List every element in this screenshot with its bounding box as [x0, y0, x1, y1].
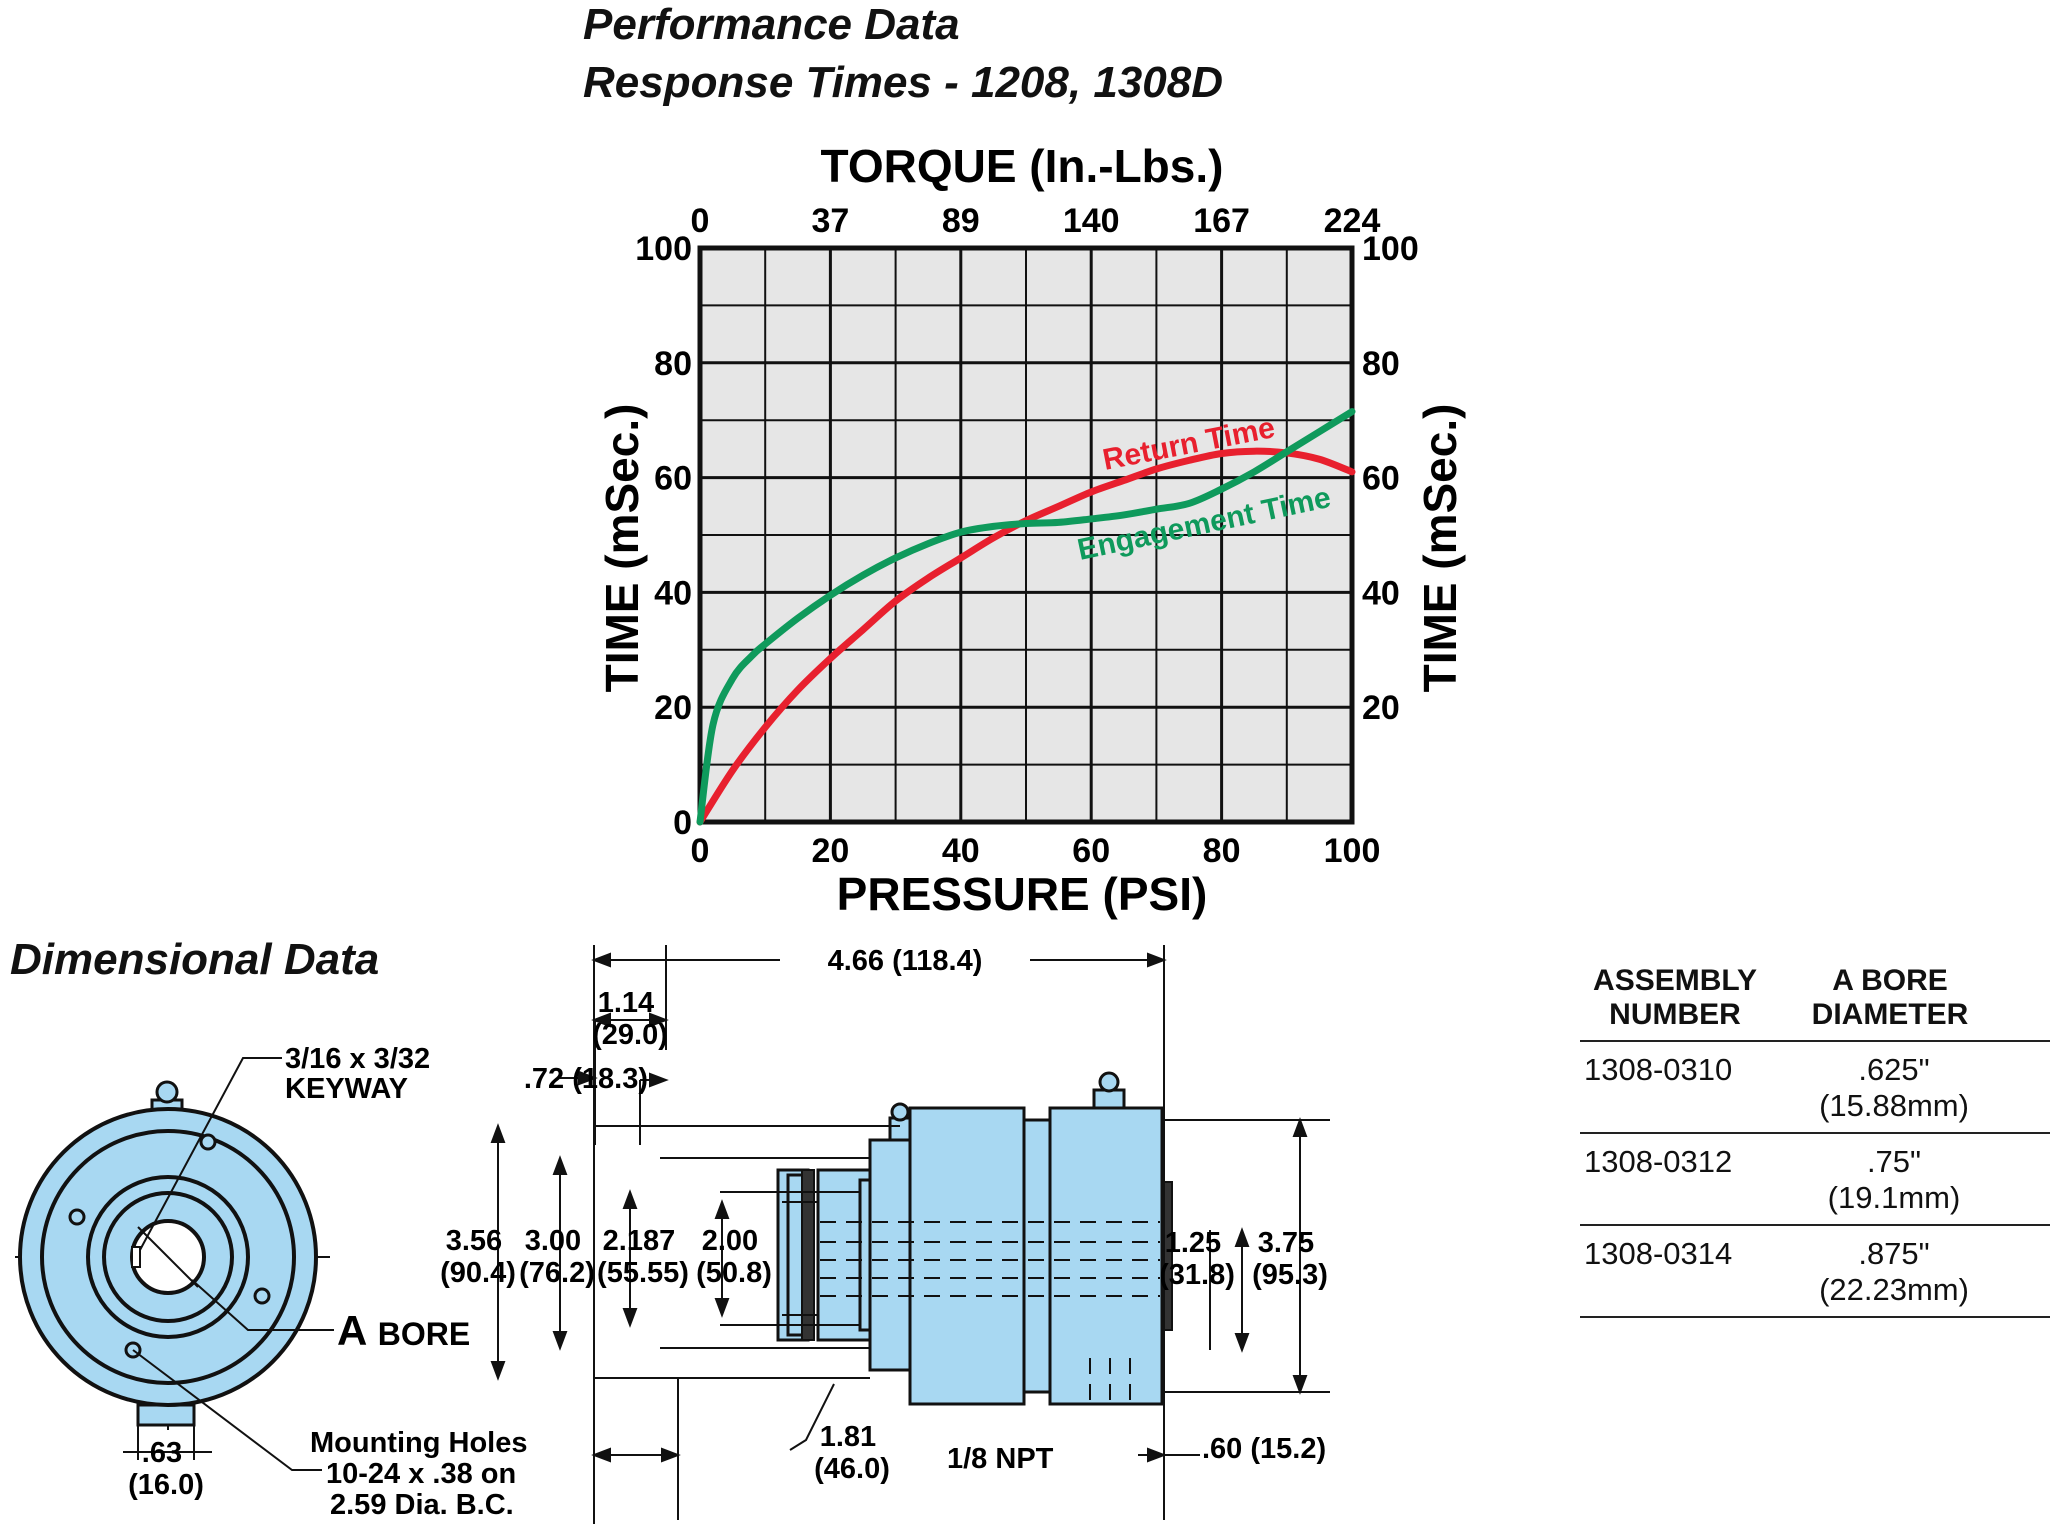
engagement-time-line — [696, 408, 1356, 826]
dim-overall-length: 4.66 (118.4) — [828, 945, 983, 977]
x-tick-label: 80 — [1203, 832, 1241, 870]
mounting-hole — [199, 1133, 217, 1151]
dim-300: 3.00 (76.2) — [519, 1225, 595, 1289]
bore-diameter-cell: .75" (19.1mm) — [1827, 1144, 1961, 1215]
x-top-axis-label: TORQUE (In.-Lbs.) — [821, 140, 1224, 192]
performance-subtitle: Response Times - 1208, 1308D — [583, 58, 1223, 107]
mounting-holes-label: Mounting Holes 10-24 x .38 on 2.59 Dia. … — [310, 1427, 536, 1521]
x-top-tick-label: 89 — [942, 202, 980, 240]
dim-181: 1.81 (46.0) — [814, 1421, 890, 1485]
y-axis-label-left: TIME (mSec.) — [596, 404, 648, 693]
y-tick-label-right: 60 — [1362, 460, 1400, 498]
x-axis-label: PRESSURE (PSI) — [837, 868, 1208, 920]
x-tick-label: 100 — [1324, 832, 1381, 870]
y-tick-label-left: 0 — [673, 804, 692, 842]
a-bore-label: A BORE — [337, 1307, 470, 1354]
x-tick-label: 40 — [942, 832, 980, 870]
dimensional-title: Dimensional Data — [10, 935, 380, 984]
header-assembly-number: ASSEMBLY NUMBER — [1593, 964, 1757, 1031]
performance-title: Performance Data — [583, 0, 960, 49]
piston-housing — [868, 1138, 912, 1372]
y-tick-label-left: 60 — [654, 460, 692, 498]
assembly-number-cell: 1308-0312 — [1584, 1144, 1733, 1179]
y-tick-label-left: 100 — [635, 230, 692, 268]
dim-2187: 2.187 (55.55) — [597, 1225, 689, 1289]
y-axis-label-right: TIME (mSec.) — [1414, 404, 1466, 693]
dim-375: 3.75 (95.3) — [1252, 1227, 1328, 1291]
table-row: 1308-0310 .625" (15.88mm) — [1580, 1042, 2050, 1134]
y-tick-label-left: 20 — [654, 689, 692, 727]
x-top-tick-label: 140 — [1063, 202, 1120, 240]
keyway-label: 3/16 x 3/32 KEYWAY — [285, 1043, 438, 1105]
y-tick-label-left: 80 — [654, 345, 692, 383]
x-tick-label: 60 — [1072, 832, 1110, 870]
mounting-hole — [68, 1208, 86, 1226]
assembly-number-cell: 1308-0314 — [1584, 1236, 1733, 1271]
npt-label: 1/8 NPT — [947, 1443, 1054, 1475]
end-view-drawing: 3/16 x 3/32 KEYWAY A BORE .63 (16.0) Mou… — [15, 1043, 536, 1521]
table-header: ASSEMBLY NUMBER A BORE DIAMETER — [1580, 964, 2050, 1042]
dim-125: 1.25 (31.8) — [1159, 1227, 1235, 1291]
y-tick-label-right: 20 — [1362, 689, 1400, 727]
x-top-tick-label: 224 — [1324, 202, 1381, 240]
dim-072: .72 (18.3) — [524, 1063, 648, 1095]
x-top-tick-label: 0 — [691, 202, 710, 240]
table-row: 1308-0312 .75" (19.1mm) — [1580, 1134, 2050, 1226]
plot-frame — [697, 245, 1355, 825]
x-tick-label: 20 — [811, 832, 849, 870]
dim-063: .63 (16.0) — [128, 1437, 204, 1501]
x-tick-label: 0 — [691, 832, 710, 870]
y-tick-label-left: 40 — [654, 574, 692, 612]
dim-114: 1.14 (29.0) — [592, 987, 668, 1051]
side-view-drawing: 4.66 (118.4) 1.14 (29.0) .72 (18.3) 3.56… — [440, 945, 1330, 1524]
dim-060: .60 (15.2) — [1202, 1433, 1326, 1465]
main-body — [908, 1106, 1026, 1406]
table-row: 1308-0314 .875" (22.23mm) — [1580, 1226, 2050, 1318]
bore-diameter-cell: .875" (22.23mm) — [1819, 1236, 1969, 1307]
y-tick-label-right: 40 — [1362, 574, 1400, 612]
bore-diameter-cell: .625" (15.88mm) — [1819, 1052, 1969, 1123]
x-top-tick-label: 167 — [1193, 202, 1250, 240]
response-time-chart: TORQUE (In.-Lbs.) PRESSURE (PSI) TIME (m… — [596, 140, 1466, 920]
dim-200: 2.00 (50.8) — [696, 1225, 772, 1289]
assembly-number-cell: 1308-0310 — [1584, 1052, 1733, 1087]
dim-356: 3.56 (90.4) — [440, 1225, 516, 1289]
cylinder — [1048, 1106, 1164, 1406]
header-a-bore-diameter: A BORE DIAMETER — [1811, 964, 1969, 1031]
mounting-hole — [253, 1287, 271, 1305]
assembly-table: ASSEMBLY NUMBER A BORE DIAMETER 1308-031… — [1580, 964, 2050, 1318]
y-tick-label-right: 100 — [1362, 230, 1419, 268]
chart-series — [696, 408, 1356, 826]
y-tick-label-right: 80 — [1362, 345, 1400, 383]
x-top-tick-label: 37 — [811, 202, 849, 240]
